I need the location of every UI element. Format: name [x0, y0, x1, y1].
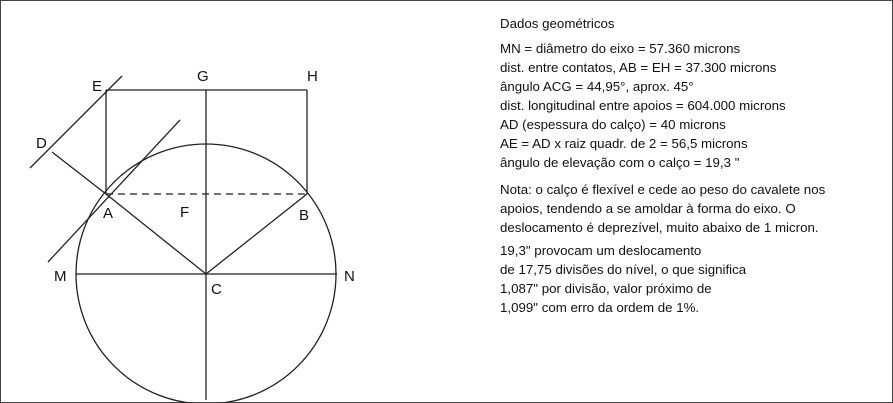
conclusion-line: 1,099" com erro da ordem de 1%. — [500, 300, 700, 315]
segment-d-a — [51, 151, 107, 195]
data-line: ângulo de elevação com o calço = 19,3 " — [500, 155, 740, 170]
label-n: N — [344, 268, 355, 285]
notes-title: Dados geométricos — [500, 16, 615, 31]
radius-c-b — [205, 193, 308, 275]
conclusion-line: 1,087" por divisão, valor próximo de — [500, 281, 712, 296]
data-line: dist. longitudinal entre apoios = 604.00… — [500, 98, 786, 113]
conclusion-line: 19,3" provocam um deslocamento — [500, 243, 702, 258]
label-f: F — [180, 204, 189, 221]
note-paragraph: Nota: o calço é flexível e cede ao peso … — [500, 180, 890, 237]
note-line: apoios, tendendo a se amoldar à forma do… — [500, 201, 796, 216]
data-list: MN = diâmetro do eixo = 57.360 microns d… — [500, 39, 890, 172]
data-line: AD (espessura do calço) = 40 microns — [500, 117, 726, 132]
label-b: B — [299, 207, 309, 224]
label-m: M — [54, 268, 67, 285]
label-e: E — [92, 78, 102, 95]
data-line: AE = AD x raiz quadr. de 2 = 56,5 micron… — [500, 136, 748, 151]
conclusion-paragraph: 19,3" provocam um deslocamento de 17,75 … — [500, 241, 890, 317]
data-line: ângulo ACG = 44,95°, aprox. 45° — [500, 79, 694, 94]
shim-line-d-e — [29, 75, 123, 169]
radius-c-a — [105, 193, 207, 275]
label-h: H — [307, 68, 318, 85]
geometric-data-notes: Dados geométricos MN = diâmetro do eixo … — [500, 14, 890, 317]
data-line: dist. entre contatos, AB = EH = 37.300 m… — [500, 60, 777, 75]
tangent-at-a — [47, 119, 181, 263]
label-c: C — [211, 281, 222, 298]
label-d: D — [36, 135, 47, 152]
label-a: A — [103, 205, 113, 222]
note-line: Nota: o calço é flexível e cede ao peso … — [500, 182, 826, 197]
data-line: MN = diâmetro do eixo = 57.360 microns — [500, 41, 741, 56]
conclusion-line: de 17,75 divisões do nível, o que signif… — [500, 262, 747, 277]
note-line: deslocamento é deprezível, muito abaixo … — [500, 220, 819, 235]
label-g: G — [197, 68, 209, 85]
